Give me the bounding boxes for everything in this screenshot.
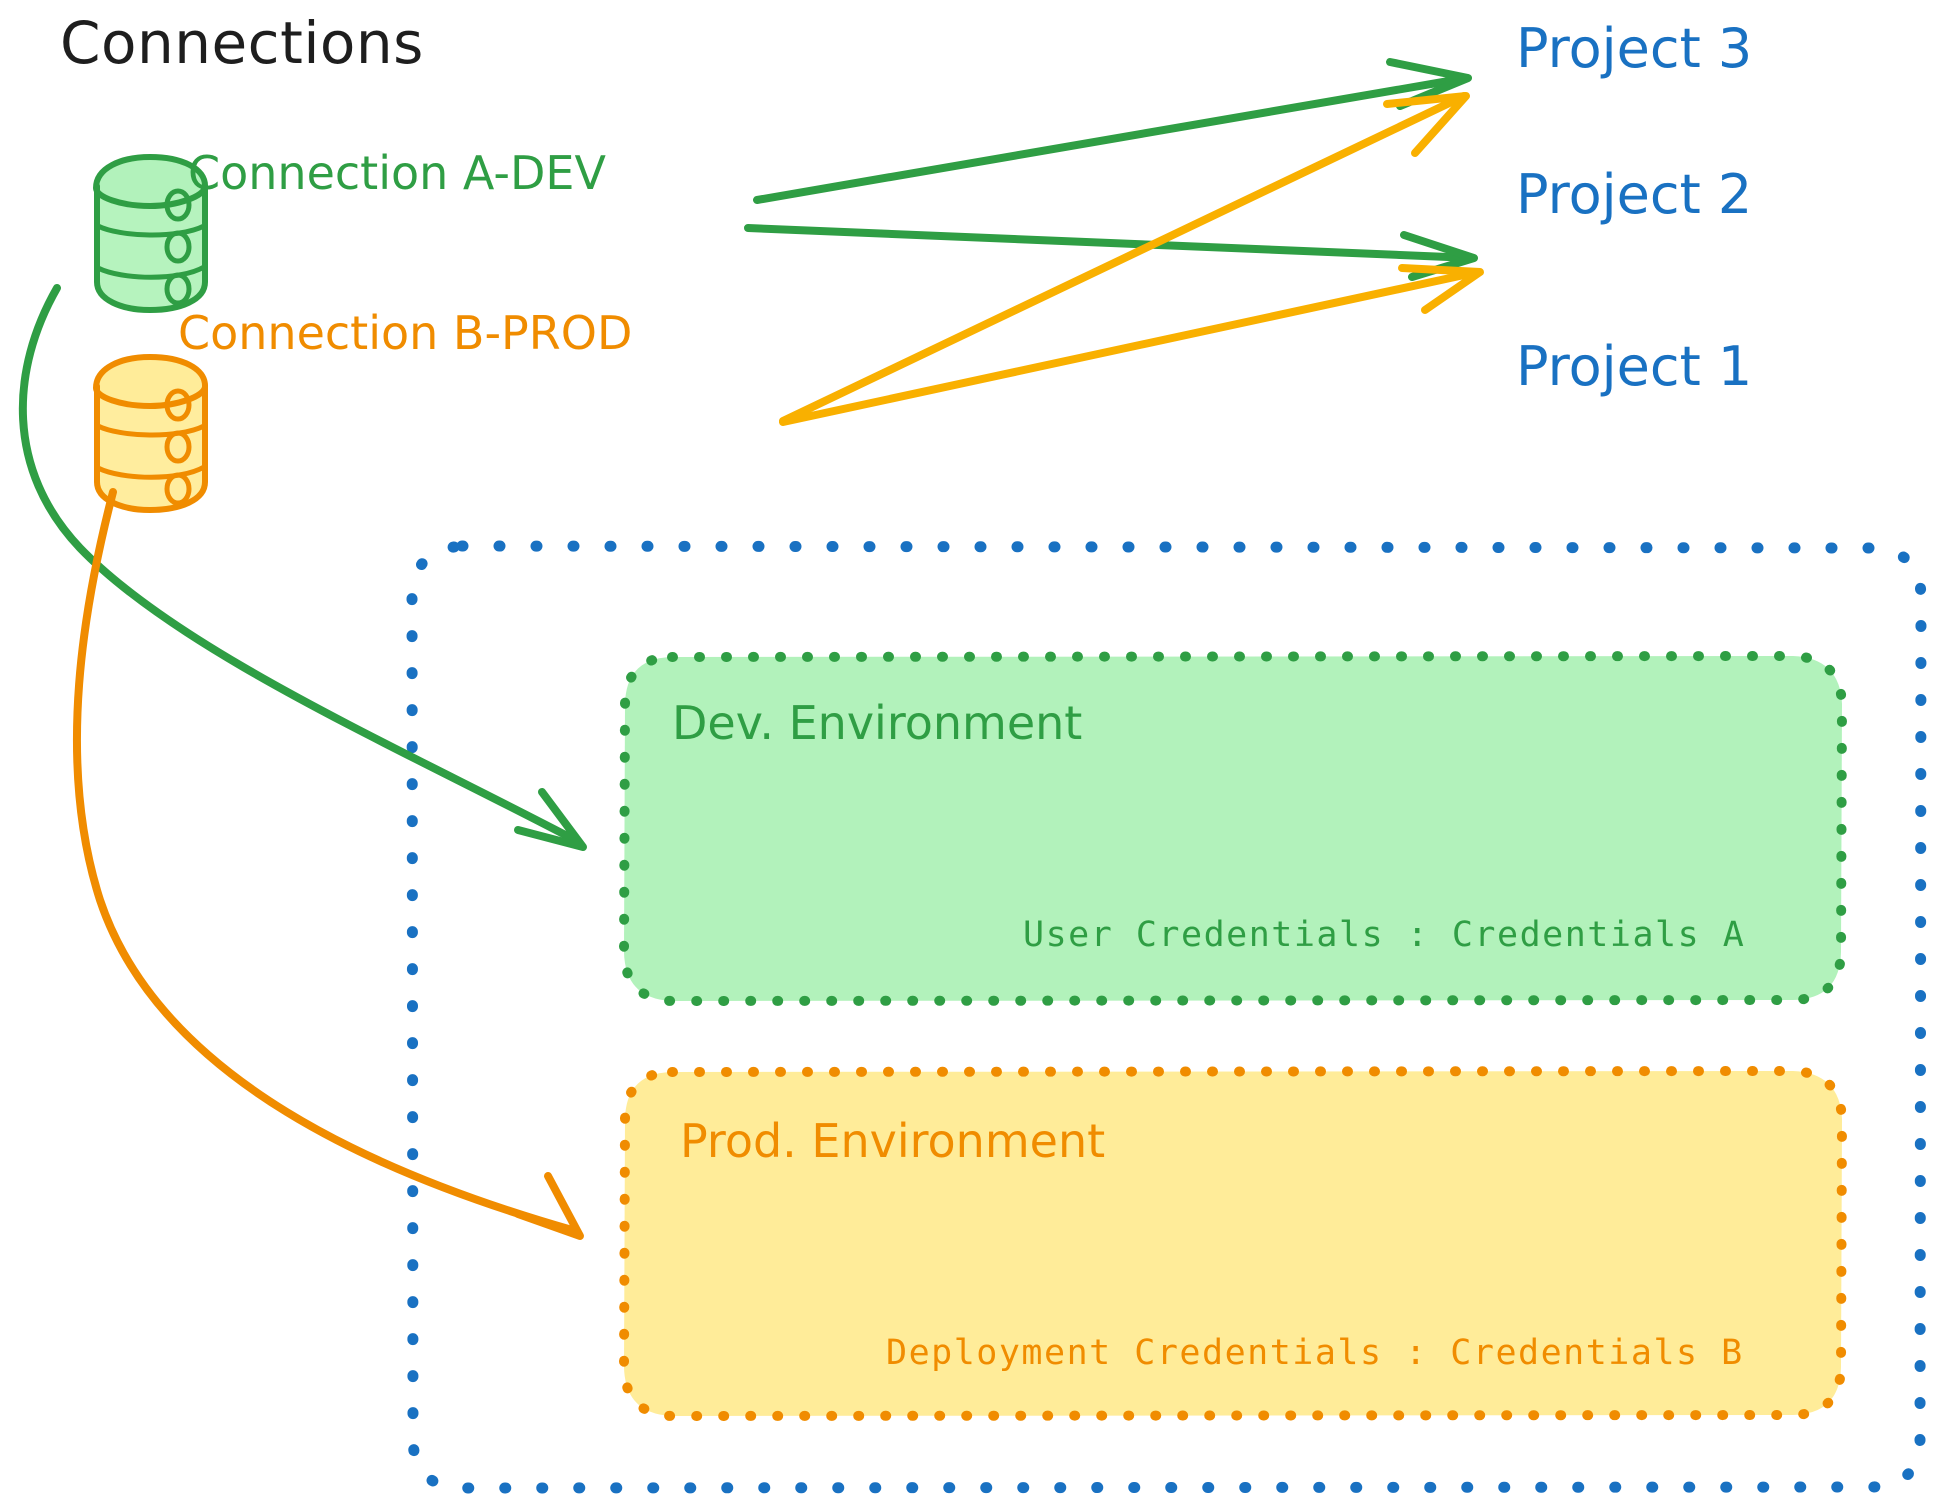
arrow-conn-b-to-project-2 [779, 264, 1484, 426]
prod-environment-box[interactable] [618, 1065, 1848, 1422]
dev-environment-credentials: User Credentials : Credentials A [1023, 915, 1746, 955]
arrow-conn-a-to-project-3 [753, 58, 1472, 204]
prod-environment-title: Prod. Environment [680, 1114, 1106, 1168]
database-icon-orange[interactable] [93, 354, 208, 514]
arrow-conn-a-to-dev-environment [18, 284, 587, 851]
dev-environment-title: Dev. Environment [672, 696, 1083, 750]
prod-environment-credentials: Deployment Credentials : Credentials B [886, 1333, 1744, 1373]
page-title: Connections [60, 9, 424, 77]
arrow-conn-b-to-prod-environment [72, 488, 584, 1240]
project-1-label[interactable]: Project 1 [1516, 335, 1753, 398]
connection-b-prod-label[interactable]: Connection B-PROD [178, 306, 633, 360]
database-icon-green[interactable] [93, 154, 208, 314]
arrow-conn-a-to-project-2 [744, 224, 1478, 281]
dev-environment-box[interactable] [618, 650, 1848, 1007]
connection-a-dev-label[interactable]: Connection A-DEV [188, 146, 606, 200]
project-1-container[interactable] [406, 540, 1927, 1494]
project-3-label[interactable]: Project 3 [1516, 17, 1753, 80]
project-2-label[interactable]: Project 2 [1516, 163, 1753, 226]
arrow-conn-b-to-project-3 [779, 92, 1470, 425]
